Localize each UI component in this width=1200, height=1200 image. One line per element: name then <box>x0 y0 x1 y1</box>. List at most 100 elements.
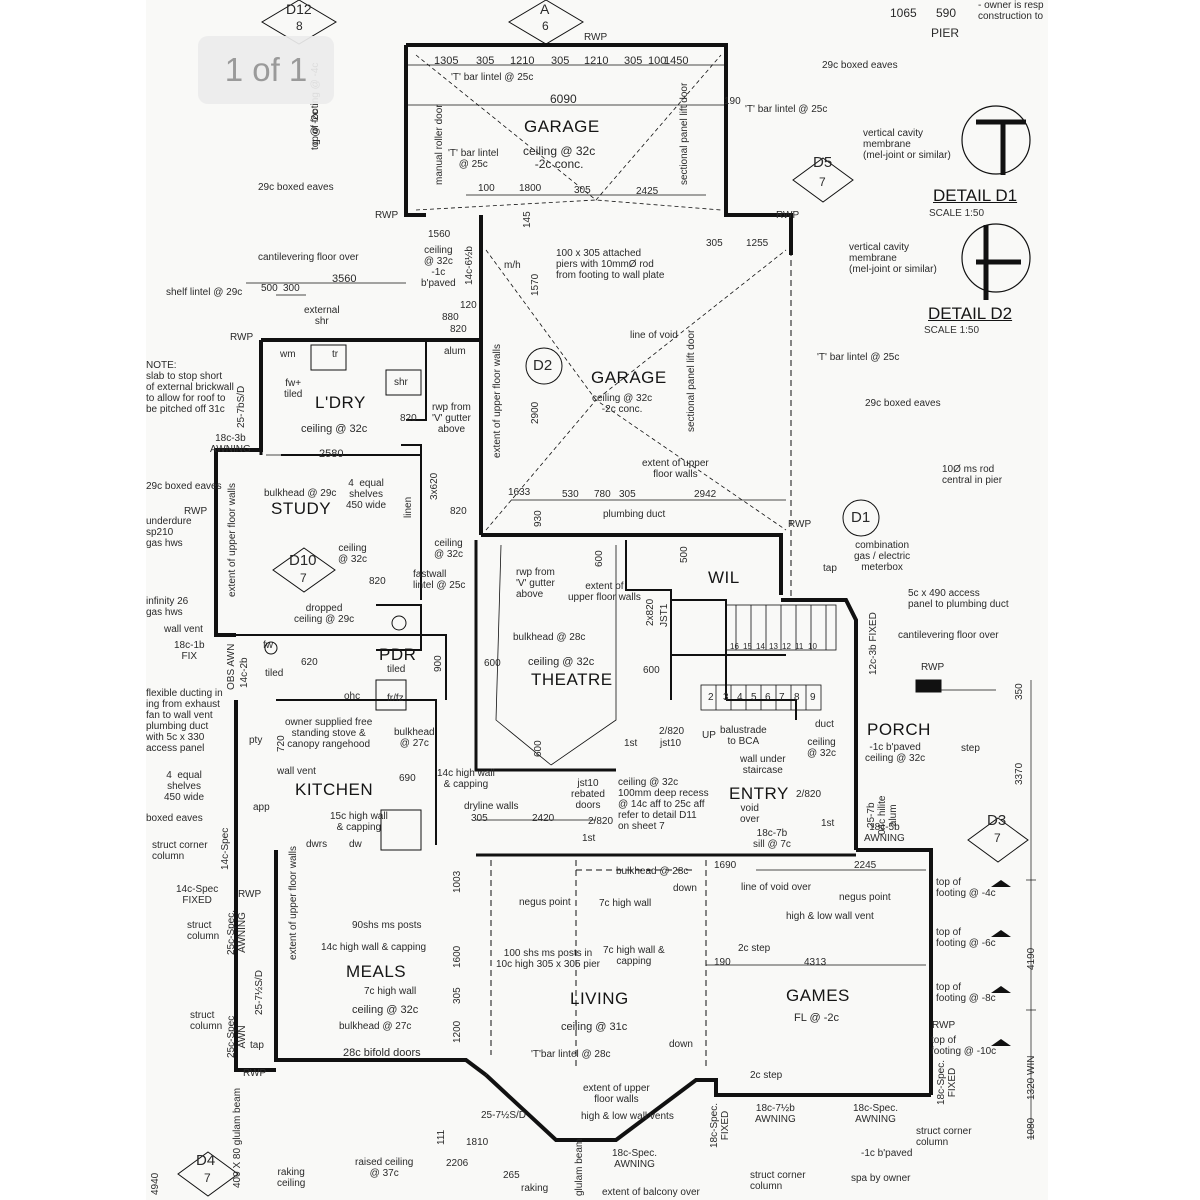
down-label: down <box>673 883 697 894</box>
detail-d1-note: vertical cavity membrane (mel-joint or s… <box>863 128 951 161</box>
stair-12: 12 <box>782 642 791 651</box>
stair-3: 3 <box>723 692 729 703</box>
room-porch-ceiling: -1c b'paved ceiling @ 32c <box>865 742 926 764</box>
high-low-wall-vent: high & low wall vent <box>786 911 874 922</box>
dim-1633: 1633 <box>508 487 531 498</box>
room-study-name: STUDY <box>271 499 332 518</box>
dim-1200: 1200 <box>452 1020 463 1043</box>
marker-d12-code: D12 <box>286 1 312 17</box>
stair-15: 15 <box>743 642 752 651</box>
dim-530: 530 <box>562 489 579 500</box>
shelf-lintel: shelf lintel @ 29c <box>166 287 243 298</box>
dim-111: 111 <box>436 1129 447 1145</box>
b-paved-bottom: -1c b'paved <box>861 1148 913 1159</box>
detail-d2-title: DETAIL D2 <box>928 304 1013 323</box>
slab-note: NOTE: slab to stop short of external bri… <box>146 360 234 415</box>
dim-1560: 1560 <box>428 229 451 240</box>
room-garage-upper-ceiling: ceiling @ 32c -2c conc. <box>523 144 596 172</box>
jst10-label: jst10 <box>660 738 682 749</box>
tap-meals: tap <box>250 1040 264 1051</box>
dim-500: 500 <box>261 283 278 294</box>
obs-awn: OBS AWN <box>226 643 237 690</box>
room-pdr-name: PDR <box>379 645 417 664</box>
fastwall-lintel: fastwall lintel @ 25c <box>413 569 466 591</box>
cantilever-floor-note-2: cantilevering floor over <box>898 630 999 641</box>
wall-18c-7b-awning: 18c-7½b AWNING <box>755 1103 796 1125</box>
dim-4190: 4190 <box>1026 947 1037 970</box>
rwp-right: RWP <box>776 210 800 221</box>
stair-8: 8 <box>794 692 800 703</box>
dim-1810: 1810 <box>466 1137 489 1148</box>
stair-4: 4 <box>737 692 743 703</box>
stair-13: 13 <box>769 642 778 651</box>
struct-corner-column-bottom: struct corner column <box>750 1170 806 1192</box>
dim-top-2: 305 <box>476 55 495 67</box>
sill-note: 18c-7b sill @ 7c <box>753 828 791 850</box>
page-indicator-label: 1 of 1 <box>224 51 308 88</box>
raised-ceiling: raised ceiling @ 37c <box>355 1157 414 1179</box>
dim-120: 120 <box>460 300 477 311</box>
first-step-theatre: 1st <box>624 738 638 749</box>
floor-plan-sheet: D12 8 A 6 D5 7 D2 D1 D10 7 D3 7 D4 7 ver… <box>146 0 1048 1200</box>
tbar-lintel-mid-right: 'T' bar lintel @ 25c <box>817 352 900 363</box>
marker-a-sheet: 6 <box>542 19 549 33</box>
dim-2x820: 2x820 <box>645 598 656 626</box>
dim-930: 930 <box>533 510 544 527</box>
manhole-label: m/h <box>504 260 521 271</box>
plumbing-duct: plumbing duct <box>603 509 666 520</box>
tbar-lintel-28c: 'T'bar lintel @ 28c <box>531 1049 611 1060</box>
raking-ceiling: raking ceiling <box>277 1167 306 1189</box>
balustrade: balustrade to BCA <box>720 725 767 747</box>
wall-under-staircase: wall under staircase <box>740 754 786 776</box>
extent-upper-floor-walls: extent of upper floor walls <box>492 344 503 458</box>
down-label-2: down <box>669 1039 693 1050</box>
raking-bottom: raking <box>521 1183 549 1194</box>
wall-12c-3b-fixed: 12c-3b FIXED <box>868 612 879 675</box>
dim-1080: 1080 <box>1026 1117 1037 1140</box>
dim-305-garage: 305 <box>574 185 591 196</box>
room-garage-upper-name: GARAGE <box>524 117 600 136</box>
bulkhead-27c-kitchen: bulkhead @ 27c <box>394 727 435 749</box>
dim-2420: 2420 <box>532 813 555 824</box>
dropped-ceiling: dropped ceiling @ 29c <box>294 603 355 625</box>
floor-waste: fw <box>263 640 273 651</box>
rwp-gutter-theatre: rwp from 'V' gutter above <box>516 567 555 600</box>
marker-d3-code: D3 <box>987 812 1007 829</box>
dim-305-right: 305 <box>706 238 723 249</box>
dim-820-top: 820 <box>450 324 467 335</box>
wall-25-7b: 25-7bS/D <box>236 385 247 428</box>
room-entry-ceiling: void over <box>740 803 760 825</box>
combination-meterbox: combination gas / electric meterbox <box>854 540 911 573</box>
bulkhead-29c: bulkhead @ 29c <box>264 488 337 499</box>
page-margin <box>0 0 146 1200</box>
room-wil-name: WIL <box>708 568 740 587</box>
extent-upper-floor-walls-bottom: extent of upper floor walls <box>583 1083 650 1105</box>
struct-column-left-2: struct column <box>190 1010 223 1032</box>
wall-18c-5b-awning: 18c-5b AWNING <box>864 822 905 844</box>
boxed-eaves-top-right: 29c boxed eaves <box>822 60 898 71</box>
negus-point-games: negus point <box>839 892 891 903</box>
wall-18c-spec-fixed-2: 18c-Spec. FIXED <box>709 1102 731 1148</box>
wall-vent-left: wall vent <box>164 624 203 635</box>
wall-14c-spec-fixed: 14c-Spec FIXED <box>176 884 219 906</box>
wall-18c-spec-fixed: 18c-Spec. FIXED <box>936 1059 958 1105</box>
shower-label: shr <box>394 377 408 388</box>
extent-upper-floor-walls-garage: extent of upper floor walls <box>642 458 709 480</box>
dim-305-living: 305 <box>452 987 463 1004</box>
room-porch-name: PORCH <box>867 720 931 739</box>
pier-label: PIER <box>931 26 960 40</box>
wall-vent-kitchen: wall vent <box>277 766 316 777</box>
marker-d10-code: D10 <box>289 552 317 569</box>
appliance-label: app <box>253 802 270 813</box>
stair-11: 11 <box>795 642 804 651</box>
page-indicator-badge[interactable]: 1 of 1 <box>198 36 334 104</box>
shelves-note: 4 equal shelves 450 wide <box>346 478 387 511</box>
first-step-entry: 1st <box>821 818 835 829</box>
extent-balcony-over: extent of balcony over <box>602 1187 700 1198</box>
rwp-study: RWP <box>184 506 208 517</box>
glulam-beam: 400 X 80 glulam beam <box>232 1087 243 1188</box>
bulkhead-28c: bulkhead @ 28c <box>513 632 586 643</box>
step-2c-games: 2c step <box>738 943 771 954</box>
owner-note: - owner is resp construction to <box>978 0 1044 22</box>
room-games-ceiling: FL @ -2c <box>794 1012 839 1024</box>
